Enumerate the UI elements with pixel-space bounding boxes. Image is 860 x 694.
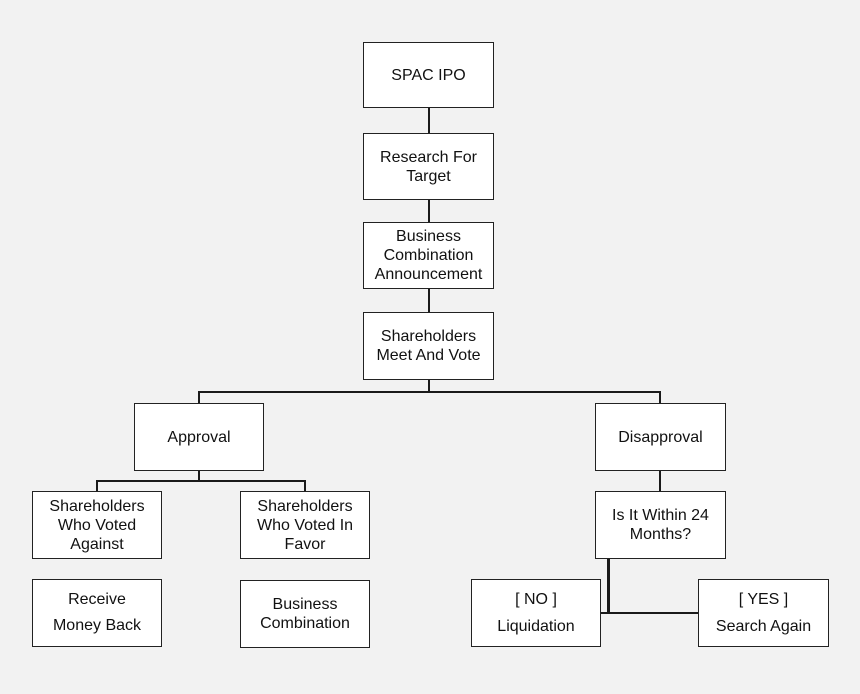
node-business-combination-announcement-label: Business Combination Announcement [374,228,483,283]
node-research-for-target-label: Research For Target [380,148,477,185]
node-shareholders-who-voted-against: Shareholders Who Voted Against [32,491,162,559]
node-shareholders-who-voted-in-favor-label: Shareholders Who Voted In Favor [256,497,354,553]
connector-to-voted-in-favor [304,480,306,492]
node-liquidation-label: Liquidation [497,618,575,635]
node-research-for-target: Research For Target [363,133,494,200]
node-business-combination-announcement: Business Combination Announcement [363,222,494,289]
connector-to-approval [198,391,200,404]
connector-within-down [607,558,610,614]
connector-to-voted-against [96,480,98,492]
connector-disapproval-within [659,470,661,492]
node-search-again-tag: [ YES ] [738,591,789,608]
connector-outcome-bar [600,612,699,614]
node-disapproval: Disapproval [595,403,726,471]
node-is-it-within-24-months-label: Is It Within 24 Months? [612,507,709,543]
node-liquidation: [ NO ] Liquidation [471,579,601,647]
node-approval-label: Approval [167,428,231,446]
node-disapproval-label: Disapproval [618,428,703,446]
node-shareholders-meet-and-vote: Shareholders Meet And Vote [363,312,494,380]
node-liquidation-tag: [ NO ] [515,591,557,608]
node-receive-money-back: Receive Money Back [32,579,162,647]
connector-announcement-vote [428,288,430,313]
node-approval: Approval [134,403,264,471]
node-shareholders-who-voted-in-favor: Shareholders Who Voted In Favor [240,491,370,559]
connector-approval-down [198,470,200,481]
node-shareholders-meet-and-vote-label: Shareholders Meet And Vote [376,328,481,364]
node-receive-money-back-label: Receive Money Back [52,591,142,634]
node-spac-ipo-label: SPAC IPO [391,66,466,84]
connector-approval-branch-bar [96,480,306,482]
node-spac-ipo: SPAC IPO [363,42,494,108]
connector-ipo-research [428,107,430,134]
node-search-again: [ YES ] Search Again [698,579,829,647]
connector-to-disapproval [659,391,661,404]
node-shareholders-who-voted-against-label: Shareholders Who Voted Against [49,497,145,553]
node-search-again-label: Search Again [715,618,812,635]
connector-vote-branch-bar [198,391,661,393]
connector-vote-down [428,379,430,392]
node-business-combination-label: Business Combination [260,596,350,632]
node-business-combination: Business Combination [240,580,370,648]
node-is-it-within-24-months: Is It Within 24 Months? [595,491,726,559]
connector-research-announcement [428,199,430,223]
